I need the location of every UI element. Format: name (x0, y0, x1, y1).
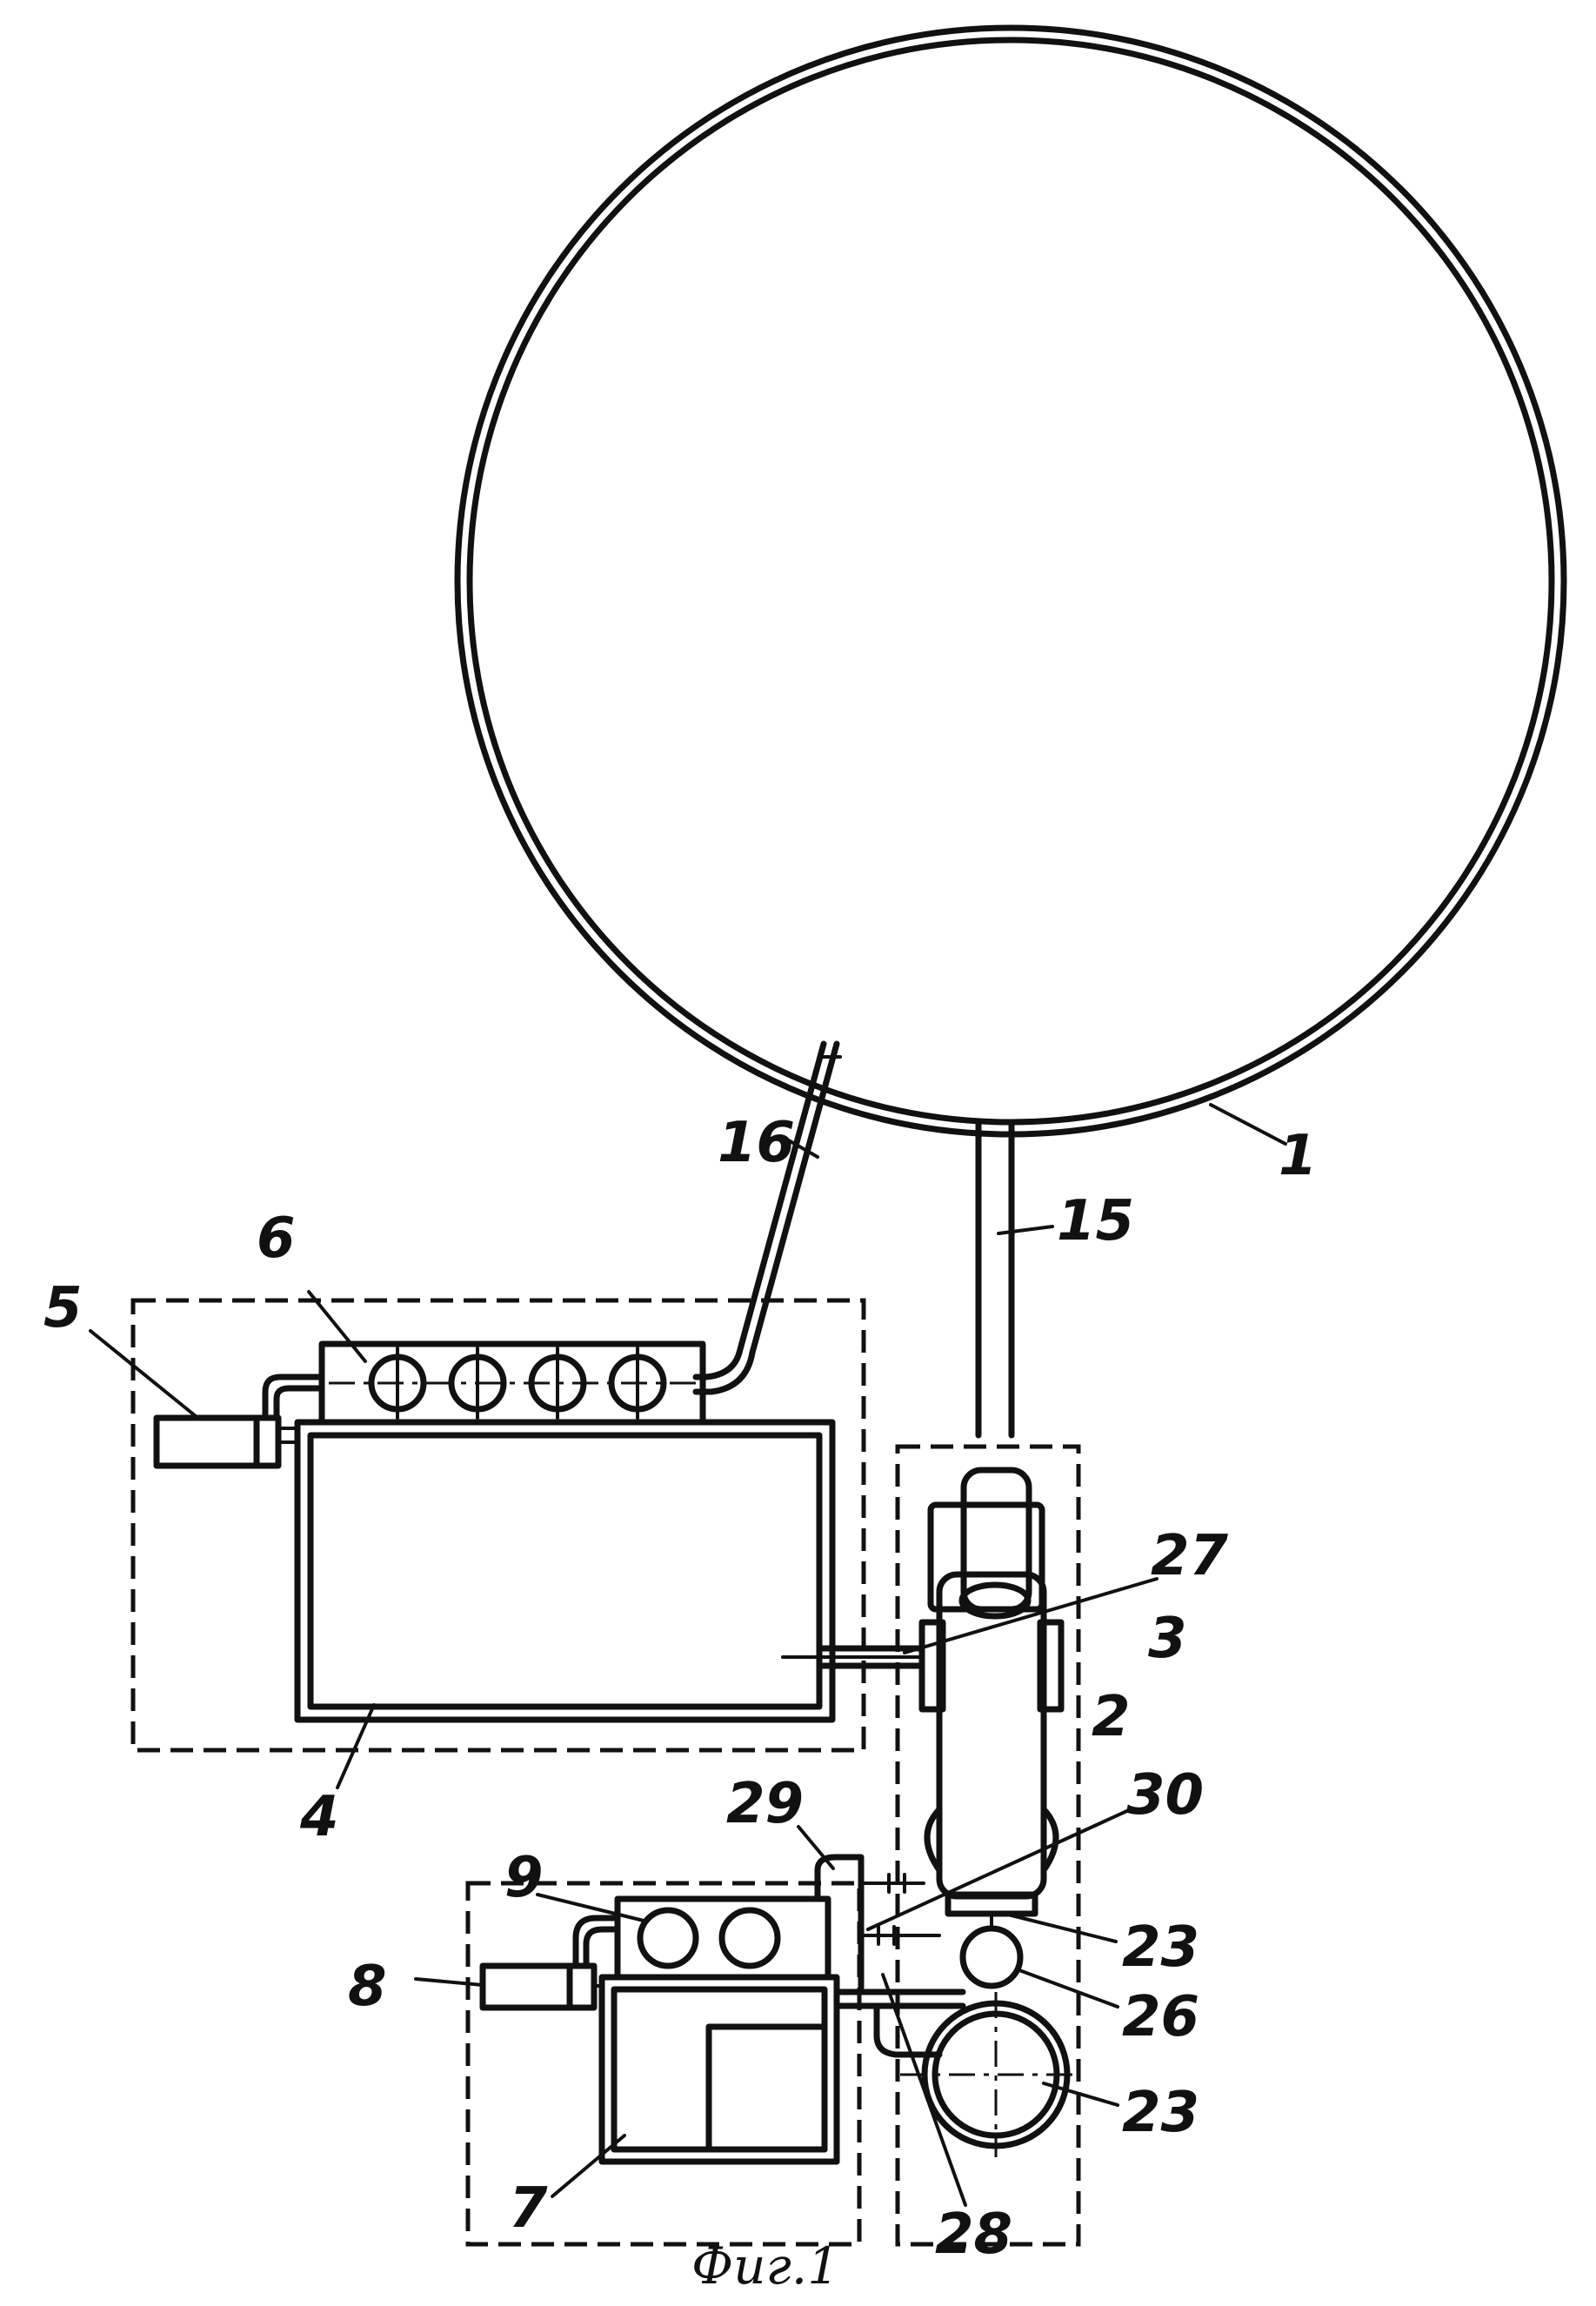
label-1: 1 (1279, 1124, 1318, 1188)
figure-caption: Фиг.1 (691, 2236, 839, 2296)
component-26 (963, 1914, 1020, 1986)
label-23-upper: 23 (1122, 1915, 1199, 1980)
pipe-27 (783, 1648, 922, 1666)
label-23-lower: 23 (1122, 2081, 1199, 2145)
pipe-15 (978, 1122, 1012, 1435)
label-28: 28 (935, 2202, 1012, 2267)
tank-7 (602, 1977, 837, 2162)
pipe-16 (696, 1044, 840, 1392)
tank-4 (297, 1422, 832, 1720)
label-27: 27 (1151, 1524, 1229, 1588)
label-4: 4 (299, 1785, 339, 1849)
label-29: 29 (726, 1772, 804, 1836)
pipe-29 (818, 1857, 924, 1988)
label-8: 8 (348, 1955, 387, 2019)
label-26: 26 (1122, 1985, 1199, 2049)
label-15: 15 (1057, 1189, 1134, 1253)
label-3: 3 (1148, 1607, 1187, 1671)
label-6: 6 (257, 1206, 296, 1271)
label-9: 9 (504, 1846, 544, 1910)
label-7: 7 (509, 2176, 548, 2241)
label-5: 5 (43, 1276, 83, 1340)
label-30: 30 (1126, 1763, 1204, 1828)
motor-8 (483, 1918, 618, 2008)
unit-3 (922, 1470, 1061, 1914)
sphere-vessel (457, 28, 1564, 1134)
label-2: 2 (1092, 1685, 1131, 1749)
pipe-30 (861, 1927, 939, 1944)
component-23-lower (900, 1992, 1078, 2157)
manifold-6 (322, 1344, 703, 1422)
manifold-9 (618, 1899, 828, 1977)
label-16: 16 (718, 1111, 795, 1175)
